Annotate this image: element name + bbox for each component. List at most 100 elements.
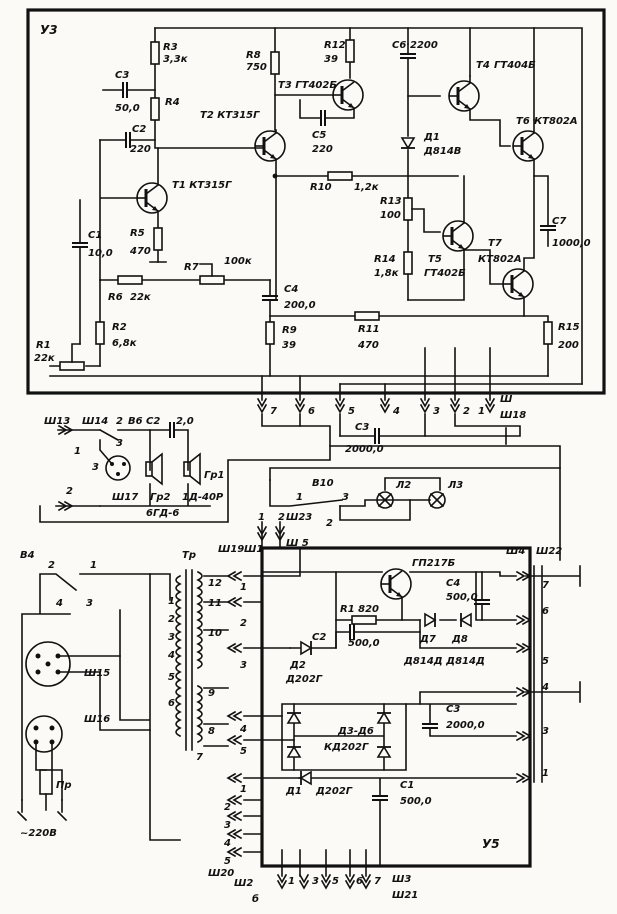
label-r14: R14 [374, 254, 396, 265]
resistor-r13 [403, 197, 413, 221]
pin-2-b10: 2 [326, 518, 333, 529]
value-c1: 10,0 [88, 248, 113, 259]
value-gr2: 6ГД-6 [146, 508, 179, 519]
capacitor-c3 [122, 81, 128, 99]
value-r2: 6,8к [112, 338, 137, 349]
pin-1: 1 [478, 406, 485, 417]
label-sh2: Ш2 [234, 878, 253, 889]
label-mains: ~220В [20, 828, 57, 839]
pin-1-sh13: 1 [74, 446, 81, 457]
transistor-t4 [447, 79, 481, 113]
value-r10: 1,2к [354, 182, 379, 193]
resistor-r12 [345, 39, 355, 63]
value-c3: 50,0 [115, 103, 140, 114]
value-c4-psu: 500,0 [446, 592, 478, 603]
label-sh23: Ш23 [286, 512, 312, 523]
label-r2: R2 [112, 322, 127, 333]
value-c2-mid: 2,0 [176, 416, 194, 427]
label-c3: C3 [115, 70, 129, 81]
label-d8: Д8 [451, 634, 468, 645]
in-pin-5b: 5 [224, 856, 231, 867]
diode-d5 [376, 712, 392, 724]
board-frame-u5 [260, 546, 532, 868]
label-sh16: Ш16 [84, 714, 110, 725]
connector-label-sh: Ш [500, 394, 513, 405]
label-sh17: Ш17 [112, 492, 138, 503]
transistor-t7 [501, 267, 535, 301]
in-pin-4: 4 [239, 724, 247, 735]
capacitor-c5 [320, 109, 326, 127]
label-r13: R13 [380, 196, 402, 207]
label-r1-psu: R1 820 [340, 604, 379, 615]
label-sh13: Ш13 [44, 416, 70, 427]
transistor-t6 [511, 129, 545, 163]
resistor-r6 [117, 275, 143, 285]
label-c4: C4 [284, 284, 298, 295]
label-c3-mid: C3 [355, 422, 369, 433]
fuse-pr [39, 769, 53, 795]
connector-sh18: 7 6 5 4 3 2 1 Ш Ш18 C3 2000,0 [257, 394, 561, 561]
capacitor-c1-psu [371, 795, 389, 801]
resistor-r3 [150, 41, 160, 65]
transistor-t1 [135, 181, 169, 215]
resistor-r15 [543, 321, 553, 345]
label-r3: R3 [163, 42, 178, 53]
label-t1: T1 КТ315Г [172, 180, 232, 191]
label-r11: R11 [358, 324, 380, 335]
value-r1: 22к [34, 353, 55, 364]
winding-2: 2 [168, 614, 175, 625]
value-d3-d6: КД202Г [324, 742, 369, 753]
value-c4: 200,0 [284, 300, 316, 311]
diode-d6 [376, 746, 392, 758]
zener-d7 [424, 612, 436, 628]
label-sh5: Ш 5 [286, 538, 309, 549]
label-c1-psu: C1 [400, 780, 414, 791]
pin-7: 7 [270, 406, 277, 417]
label-r1: R1 [36, 340, 51, 351]
label-sh15: Ш15 [84, 668, 110, 679]
label-d3-d6: Д3-Д6 [337, 726, 374, 737]
winding-5: 5 [168, 672, 175, 683]
out-pin-1: 1 [542, 768, 549, 779]
connector-label-sh18: Ш18 [500, 410, 526, 421]
value-r7: 100к [224, 256, 252, 267]
bot-pin-5: 5 [332, 876, 339, 887]
winding-8: 8 [208, 726, 215, 737]
label-t4: T4 [476, 60, 490, 71]
resistor-r11 [354, 311, 380, 321]
value-c3-mid: 2000,0 [345, 444, 384, 455]
speaker-section: Ш13 Ш14 1 2 3 В6 C2 2,0 3 Ш17 Гр2 Гр1 1Д… [39, 416, 331, 523]
resistor-r2 [95, 321, 105, 345]
zener-d1 [400, 137, 416, 149]
resistor-r7 [199, 275, 225, 285]
label-b10: В10 [312, 478, 334, 489]
label-r7: R7 [184, 262, 199, 273]
value-c1-psu: 500,0 [400, 796, 432, 807]
b4-pin-1: 1 [90, 560, 97, 571]
capacitor-c3-psu [421, 723, 439, 729]
label-b6: В6 [128, 416, 143, 427]
label-c3-psu: C3 [446, 704, 460, 715]
label-sh4: Ш4 [506, 546, 525, 557]
pin-6: 6 [308, 406, 315, 417]
out-pin-7: 7 [542, 580, 549, 591]
pin-2-b6: 2 [116, 416, 123, 427]
socket-sh17 [105, 455, 131, 481]
label-d1: Д1 [423, 132, 440, 143]
value-r9: 39 [282, 340, 296, 351]
diode-d4 [286, 746, 302, 758]
b4-pin-3: 3 [86, 598, 93, 609]
label-b4: В4 [20, 550, 35, 561]
b4-pin-2: 2 [48, 560, 55, 571]
label-b: б [252, 893, 259, 905]
value-r12: 39 [324, 54, 338, 65]
transistor-t2 [253, 129, 287, 163]
in-pin-5: 5 [240, 746, 247, 757]
capacitor-c3-mid [374, 427, 380, 445]
label-d1-psu: Д1 [285, 786, 302, 797]
in-pin-4b: 4 [223, 838, 231, 849]
value-d1-psu: Д202Г [315, 786, 353, 797]
board-u3-label: У3 [40, 23, 58, 37]
speaker-gr1 [183, 452, 201, 486]
label-sh20: Ш20 [208, 868, 234, 879]
